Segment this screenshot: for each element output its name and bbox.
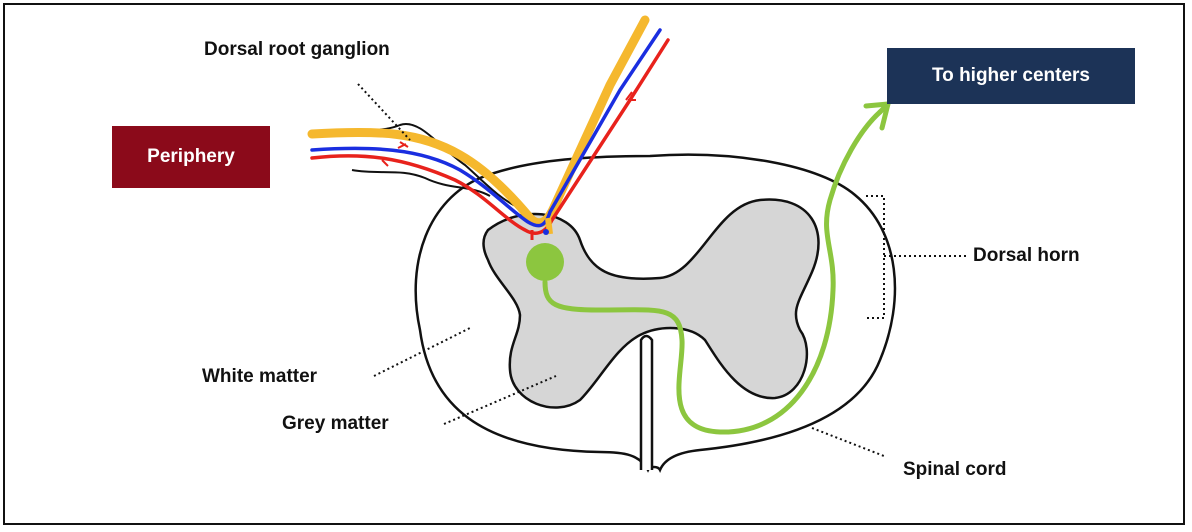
periphery-box: Periphery	[112, 126, 270, 188]
spinal-cord-label: Spinal cord	[903, 460, 1006, 479]
second-order-neuron	[526, 243, 564, 281]
grey-matter-label: Grey matter	[282, 414, 389, 433]
pointer-dorsal-horn	[866, 196, 968, 318]
pointer-spinal-cord	[812, 428, 884, 456]
dorsal-horn-label: Dorsal horn	[973, 246, 1080, 265]
anterior-median-fissure	[641, 336, 652, 470]
white-matter-label: White matter	[202, 367, 317, 386]
blue-terminal	[543, 229, 549, 235]
dorsal-root-ganglion-label: Dorsal root ganglion	[204, 40, 390, 59]
higher-centers-box: To higher centers	[887, 48, 1135, 104]
